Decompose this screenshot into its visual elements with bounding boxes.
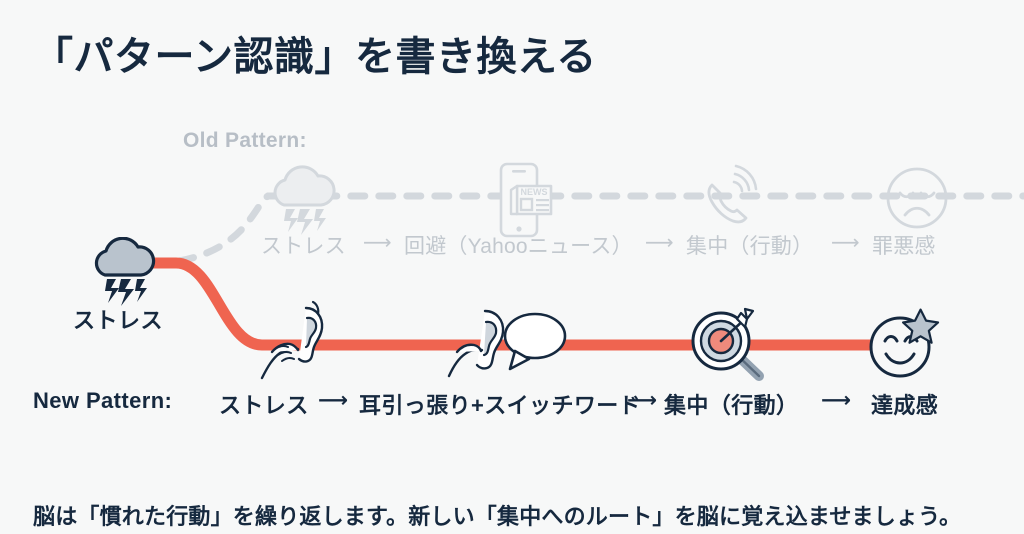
new-step-label-4: 達成感 <box>871 393 939 418</box>
new-arrow-3: ⟶ <box>821 389 852 412</box>
new-arrow-2: ⟶ <box>627 389 658 412</box>
storm-cloud-icon <box>264 165 340 240</box>
storm-cloud-icon <box>86 236 158 312</box>
ear-pull-icon <box>258 300 330 387</box>
sad-face-icon <box>884 165 950 236</box>
target-magnifier-icon <box>689 303 771 388</box>
svg-text:NEWS: NEWS <box>521 187 548 197</box>
ear-speech-bubble-icon <box>447 306 572 387</box>
old-step-label-4: 罪悪感 <box>872 235 936 258</box>
old-step-label-1: ストレス <box>261 235 346 258</box>
old-step-label-2: 回避（Yahooニュース） <box>404 235 633 258</box>
new-pattern-label: New Pattern: <box>33 388 173 413</box>
old-pattern-label: Old Pattern: <box>183 129 307 152</box>
slide-caption: 脳は「慣れた行動」を繰り返します。新しい「集中へのルート」を脳に覚え込ませましょ… <box>33 504 962 529</box>
old-arrow-1: ⟶ <box>363 232 392 254</box>
old-arrow-3: ⟶ <box>831 232 860 254</box>
stress-cloud-label: ストレス <box>73 308 164 333</box>
page-title: 「パターン認識」を書き換える <box>33 35 597 79</box>
smiley-star-icon <box>866 305 946 386</box>
ringing-phone-icon <box>700 163 760 230</box>
new-arrow-1: ⟶ <box>318 389 349 412</box>
old-arrow-2: ⟶ <box>645 232 674 254</box>
old-step-label-3: 集中（行動） <box>686 235 814 258</box>
new-step-label-3: 集中（行動） <box>664 393 799 418</box>
new-step-label-2: 耳引っ張り+スイッチワード <box>359 393 642 418</box>
phone-news-icon: NEWS <box>495 161 557 244</box>
new-step-label-1: ストレス <box>219 393 309 418</box>
